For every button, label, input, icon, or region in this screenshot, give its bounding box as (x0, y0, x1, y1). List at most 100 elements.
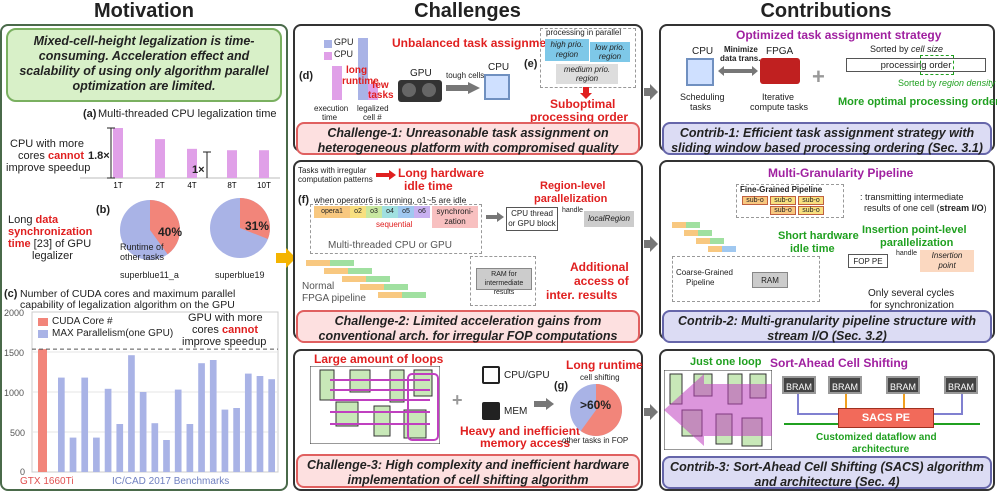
c-bar-parallelism (221, 409, 229, 472)
k3-grid (664, 370, 772, 450)
k1-minimize-1: Minimize (724, 45, 758, 54)
c2-add-1: Additional (570, 260, 629, 274)
a-bar (259, 150, 269, 178)
c1-legend-gpu: GPU (334, 37, 354, 47)
c2-long: Long hardware (398, 166, 485, 180)
c-ytick-1000: 1000 (4, 388, 25, 398)
c-bar-parallelism (81, 377, 89, 472)
b-bench-2: superblue19 (215, 270, 265, 280)
c-bar-parallelism (128, 355, 135, 472)
c2-op-3: o3 (366, 206, 382, 218)
k1-double-arrow (718, 66, 758, 76)
c1-arrow-down (580, 87, 592, 99)
k1-caption: Contrib-1: Efficient task assignment str… (662, 122, 992, 155)
k1-sorted-1: Sorted by cell size (870, 44, 944, 54)
c-xlabel-2: IC/CAD 2017 Benchmarks (112, 476, 230, 487)
c-label: (c) (4, 288, 18, 300)
c2-op-2: o2 (350, 206, 366, 218)
k1-plus: + (812, 64, 825, 89)
c3-g-label: (g) (554, 380, 569, 392)
k2-fine: Fine-Grained Pipeline (740, 185, 823, 194)
k1-sched-2: tasks (690, 102, 712, 112)
c1-few-2: tasks (368, 90, 394, 101)
c-ytick-2000: 2000 (4, 308, 25, 318)
arrow-c2 (644, 236, 658, 252)
c-bar-parallelism (233, 408, 240, 472)
c2-caption: Challenge-2: Limited acceleration gains … (296, 310, 640, 343)
k2-ins-2: parallelization (880, 237, 954, 249)
k2-sub-1: sub-o (742, 196, 768, 205)
c2-tasks-2: computation patterns (298, 175, 373, 184)
k1-fpga: FPGA (766, 46, 794, 57)
b-other: other tasks (120, 252, 165, 262)
c1-x-1a: execution (314, 104, 349, 113)
c1-caption: Challenge-1: Unreasonable task assignmen… (296, 122, 640, 155)
k2-ram-box: RAM (752, 272, 788, 288)
c1-e-label: (e) (524, 58, 538, 70)
c3-grid (310, 366, 440, 444)
c-title-2: capability of legalization algorithm on … (20, 299, 235, 311)
k2-sub-4: sub-o (770, 206, 796, 215)
c-bar-parallelism (163, 440, 170, 472)
a-note-2: cores cannot (18, 150, 85, 162)
c-legend-1: CUDA Core # (52, 316, 113, 327)
k1-order-box: processing order (846, 58, 986, 72)
b-pies (120, 198, 270, 260)
k1-cpu: CPU (692, 46, 714, 57)
c-bar-parallelism (93, 437, 100, 472)
c1-long-1: long (346, 65, 368, 76)
c-ytick-0: 0 (20, 467, 26, 477)
k3-title: Sort-Ahead Cell Shifting (770, 356, 908, 370)
contributions-title: Contributions (760, 0, 892, 22)
c-bar-parallelism (186, 424, 194, 472)
c2-region-1: Region-level (540, 180, 606, 192)
k2-sub-5: sub-o (798, 206, 824, 215)
c1-d-label: (d) (299, 70, 314, 82)
c3-caption: Challenge-3: High complexity and ineffic… (296, 454, 640, 488)
c-bar-parallelism (268, 379, 275, 472)
c1-long-2: runtime (342, 76, 379, 87)
c2-seq: sequential (376, 220, 413, 229)
c3-plus: + (452, 390, 463, 410)
c1-bars (324, 38, 378, 100)
c-bar-parallelism (244, 373, 252, 472)
k2-only-1: Only several cycles (868, 288, 955, 299)
b-pie1-pct: 40% (158, 225, 183, 239)
c2-f-dash (310, 204, 482, 254)
mem-icon (482, 402, 500, 420)
k2-sub-3: sub-o (798, 196, 824, 205)
k3-just: Just one loop (690, 356, 762, 368)
gpu-card-icon (398, 80, 442, 102)
b-runtime: Runtime of (120, 242, 164, 252)
c1-gpu-label: GPU (410, 68, 432, 79)
c1-title: Unbalanced task assignment (392, 36, 558, 50)
c2-normal-1: Normal (302, 281, 335, 292)
c1-sub-2: processing order (530, 110, 629, 124)
motivation-title: Motivation (94, 0, 194, 22)
c-ytick-1500: 1500 (4, 348, 25, 358)
c1-high-box: high prio.region (545, 39, 589, 61)
k1-iter-2: compute tasks (750, 102, 809, 112)
k1-sched-1: Scheduling (680, 92, 725, 102)
k2-fop-box: FOP PE (848, 254, 888, 268)
b-long-2: synchronization (8, 226, 93, 238)
c3-loops: Large amount of loops (314, 352, 444, 366)
k3-bram-2: BRAM (828, 376, 862, 394)
c3-pct: >60% (580, 398, 612, 412)
k3-wires (784, 394, 980, 425)
c1-arrow-tough (446, 82, 480, 94)
c2-add-2: access of (574, 274, 629, 288)
c2-arrow-1 (376, 170, 396, 180)
k2-title: Multi-Granularity Pipeline (768, 166, 914, 180)
k2-only-2: for synchronization (870, 300, 954, 311)
k2-short-1: Short hardware (778, 230, 859, 242)
k2-stairs (672, 222, 736, 252)
c-bar-cuda (38, 349, 47, 472)
k1-more: More optimal processing order (838, 96, 997, 108)
c-legend-2: MAX Parallelism(one GPU) (52, 328, 174, 339)
a-tick-label: 2T (155, 181, 164, 190)
a-tick-label: 10T (257, 181, 271, 190)
c2-op-4: o4 (382, 206, 398, 218)
